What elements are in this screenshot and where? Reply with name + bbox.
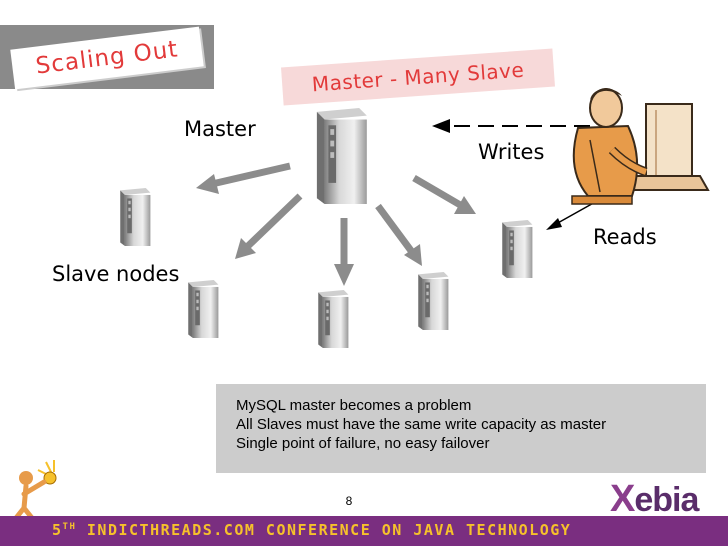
note-line: MySQL master becomes a problem: [236, 397, 472, 414]
footer-conference: INDICTHREADS.COM CONFERENCE ON JAVA TECH…: [86, 521, 572, 539]
master-server-icon: [316, 108, 367, 204]
notes-box: MySQL master becomes a problem All Slave…: [216, 384, 706, 473]
footer-ordinal-suffix: TH: [62, 522, 77, 532]
logo-mark: X: [610, 478, 635, 520]
replication-arrow: [375, 203, 422, 266]
replication-arrow: [412, 174, 476, 214]
footer-text: 5TH INDICTHREADS.COM CONFERENCE ON JAVA …: [52, 521, 571, 539]
slave-server-icon: [418, 272, 449, 330]
replication-arrow: [235, 193, 303, 259]
slave-server-icon: [120, 188, 151, 246]
logo-text: ebia: [634, 481, 699, 519]
page-number: 8: [345, 494, 353, 508]
replication-arrow: [196, 162, 291, 194]
writes-label: Writes: [478, 140, 545, 164]
note-line: Single point of failure, no easy failove…: [236, 435, 490, 452]
brand-logo: Xebia: [610, 478, 699, 521]
presenter-figure-icon: [13, 460, 57, 521]
footer-ordinal: 5: [52, 521, 63, 539]
replication-arrow: [334, 218, 354, 286]
user-computer-icon: [571, 88, 710, 205]
writes-arrow: [432, 119, 590, 133]
reads-label: Reads: [593, 225, 657, 249]
slave-nodes-label: Slave nodes: [52, 262, 180, 286]
note-line: All Slaves must have the same write capa…: [236, 416, 607, 433]
slave-server-icon: [318, 290, 349, 348]
slave-server-icon: [188, 280, 219, 338]
slave-server-icon: [502, 220, 533, 278]
footer-bar: [0, 516, 728, 546]
master-label: Master: [184, 117, 256, 141]
